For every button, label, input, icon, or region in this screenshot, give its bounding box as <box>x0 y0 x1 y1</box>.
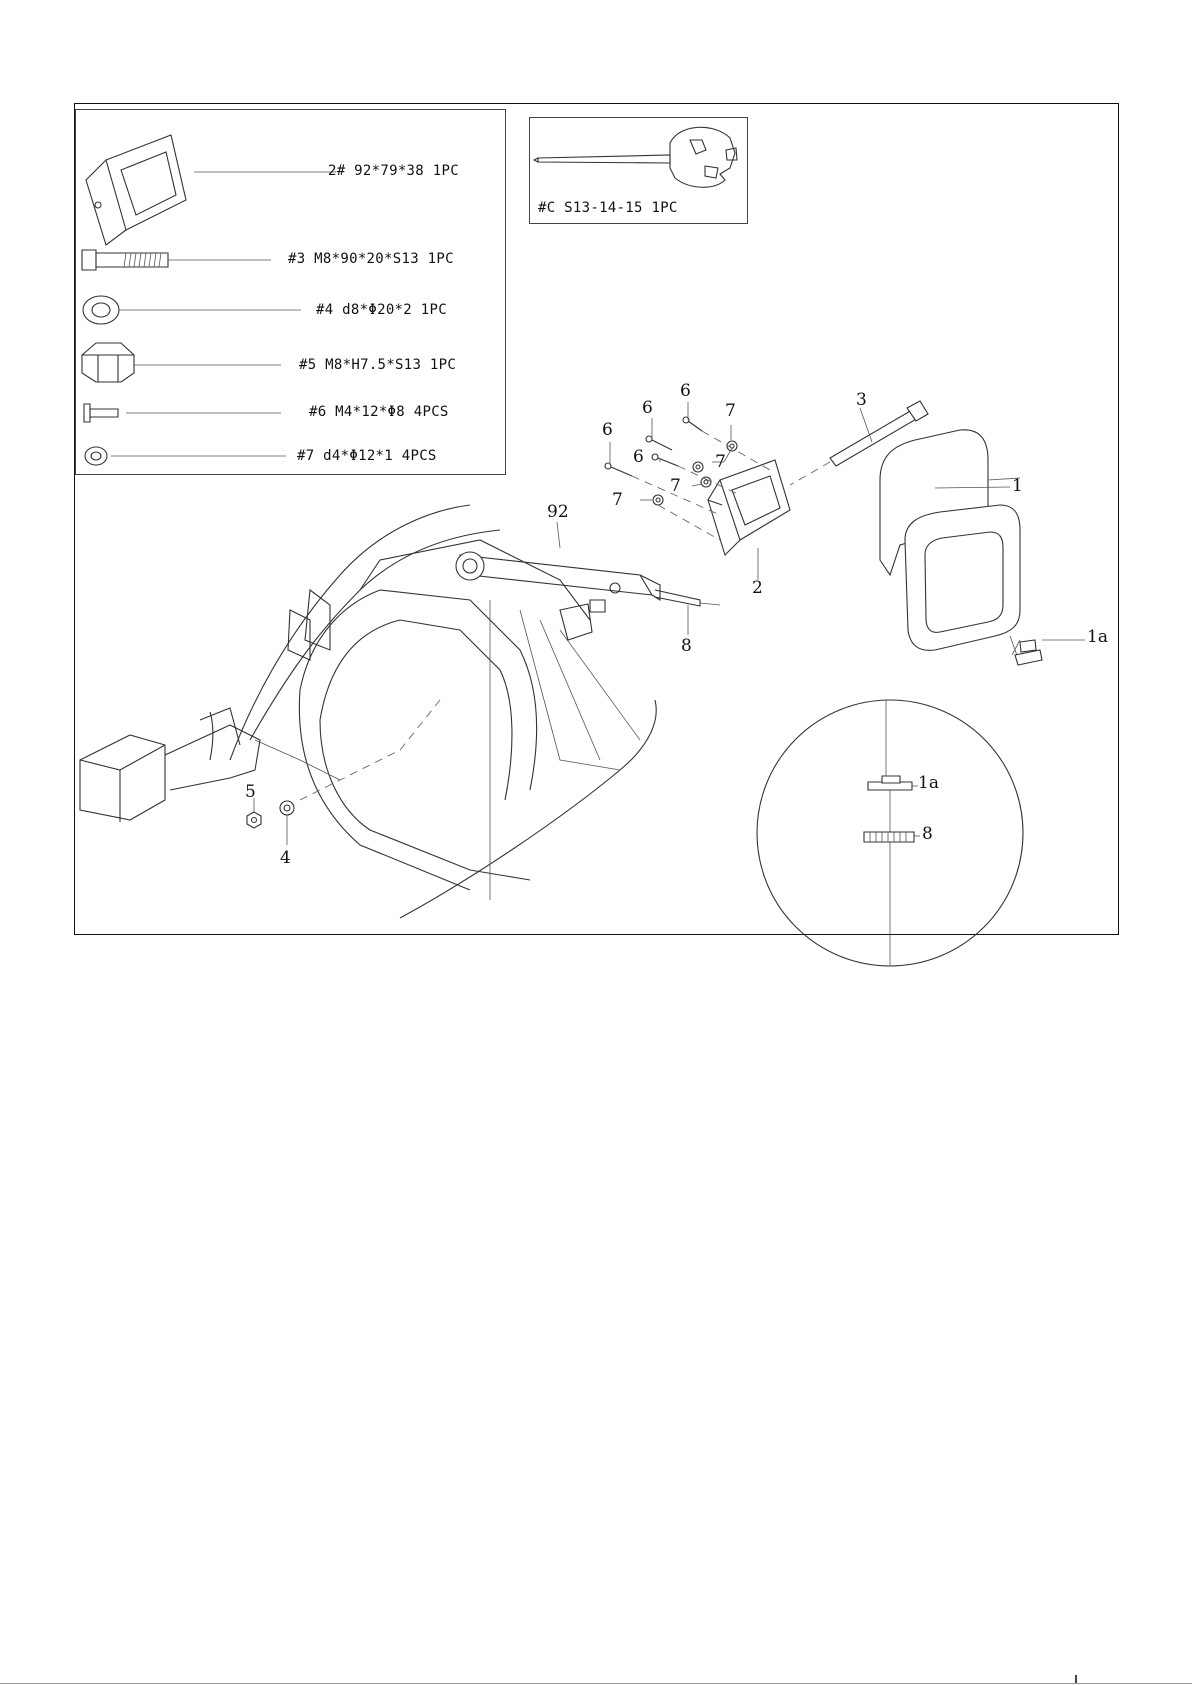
nut-icon <box>82 343 281 382</box>
callout-6: 6 <box>633 447 644 467</box>
callout-92: 92 <box>547 502 569 522</box>
callout-3: 3 <box>856 390 867 410</box>
screw-icon <box>84 404 281 422</box>
callout-2: 2 <box>752 578 763 598</box>
console-1 <box>880 430 1042 665</box>
callout-7: 7 <box>715 452 726 472</box>
tool-spec: #C S13-14-15 1PC <box>538 200 678 216</box>
bracket-2-assembly <box>708 460 790 555</box>
machine-body <box>80 505 720 918</box>
parts-list-panel: 2# 92*79*38 1PC #3 M8*90*20*S13 1PC #4 d… <box>75 109 506 475</box>
small-washer-icon <box>85 447 286 465</box>
callout-6: 6 <box>680 381 691 401</box>
part-spec-2: 2# 92*79*38 1PC <box>328 163 459 179</box>
callout-7: 7 <box>612 490 623 510</box>
bolt-icon <box>82 250 271 270</box>
part-spec-5: #5 M8*H7.5*S13 1PC <box>299 357 456 373</box>
part-spec-6: #6 M4*12*Φ8 4PCS <box>309 404 449 420</box>
part-spec-3: #3 M8*90*20*S13 1PC <box>288 251 454 267</box>
callout-7: 7 <box>725 401 736 421</box>
callout-6: 6 <box>642 398 653 418</box>
detail-callout-8: 8 <box>922 824 933 844</box>
callout-7: 7 <box>670 476 681 496</box>
callout-1a: 1a <box>1087 627 1108 647</box>
washer-icon <box>83 296 301 324</box>
callout-1: 1 <box>1012 476 1023 496</box>
detail-callout-1a: 1a <box>918 773 939 793</box>
screws-washers <box>605 417 770 540</box>
callout-4: 4 <box>280 848 291 868</box>
detail-circle <box>757 700 1023 966</box>
callout-8: 8 <box>681 636 692 656</box>
part-spec-4: #4 d8*Φ20*2 1PC <box>316 302 447 318</box>
tool-panel: #C S13-14-15 1PC <box>529 117 748 224</box>
washer-nut-4-5 <box>247 700 440 828</box>
part-spec-7: #7 d4*Φ12*1 4PCS <box>297 448 437 464</box>
bracket-icon <box>86 135 336 245</box>
page-mark <box>1075 1675 1077 1683</box>
callout-5: 5 <box>245 782 256 802</box>
callout-6: 6 <box>602 420 613 440</box>
bottom-rule <box>0 1683 1192 1684</box>
